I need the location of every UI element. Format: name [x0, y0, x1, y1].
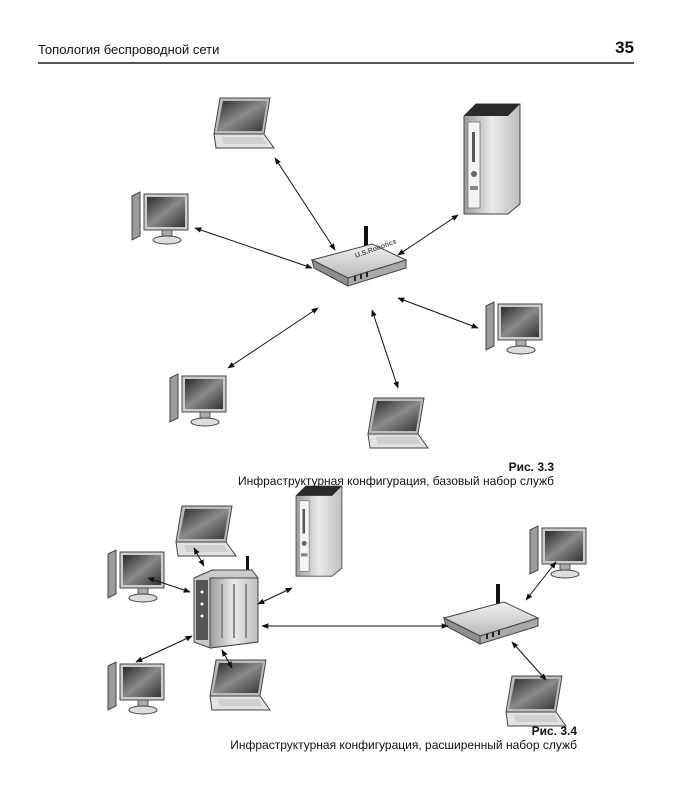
connection-arrow	[511, 641, 547, 681]
wireless-router-icon	[443, 583, 539, 645]
figure-caption: Рис. 3.4 Инфраструктурная конфигурация, …	[230, 724, 577, 752]
connection-arrow	[147, 577, 191, 593]
access-point-icon	[193, 555, 259, 649]
connection-arrow	[257, 587, 293, 605]
desktop-computer-icon	[107, 549, 165, 603]
game-console-icon	[463, 103, 521, 215]
connection-arrow	[135, 635, 193, 663]
laptop-icon	[213, 97, 275, 149]
desktop-computer-icon	[169, 373, 227, 427]
figure-3-4-diagram	[107, 485, 587, 727]
desktop-computer-icon	[529, 525, 587, 579]
figure-caption: Рис. 3.3 Инфраструктурная конфигурация, …	[238, 460, 554, 488]
connection-arrow	[371, 309, 399, 389]
running-header: Топология беспроводной сети 35	[38, 36, 634, 64]
connection-arrow	[397, 297, 479, 329]
connection-arrow	[194, 227, 313, 269]
connection-arrow	[274, 157, 336, 251]
laptop-icon	[367, 397, 429, 449]
connection-arrow	[397, 214, 459, 256]
connection-arrow	[525, 561, 557, 601]
desktop-computer-icon	[107, 661, 165, 715]
figure-number: Рис. 3.3	[508, 460, 554, 474]
chapter-title: Топология беспроводной сети	[38, 42, 220, 57]
desktop-computer-icon	[131, 191, 189, 245]
page-number: 35	[615, 38, 634, 57]
connection-arrow	[227, 307, 319, 369]
game-console-icon	[295, 485, 343, 577]
figure-number: Рис. 3.4	[531, 724, 577, 738]
laptop-icon	[505, 675, 567, 727]
caption-text: Инфраструктурная конфигурация, расширенн…	[230, 738, 577, 752]
caption-text: Инфраструктурная конфигурация, базовый н…	[237, 474, 554, 488]
connection-arrow	[193, 547, 205, 567]
connection-arrow	[221, 649, 233, 669]
figure-3-3-diagram: U.S.Robotics	[131, 97, 543, 449]
desktop-computer-icon	[485, 301, 543, 355]
laptop-icon	[209, 659, 271, 711]
laptop-icon	[175, 505, 237, 557]
